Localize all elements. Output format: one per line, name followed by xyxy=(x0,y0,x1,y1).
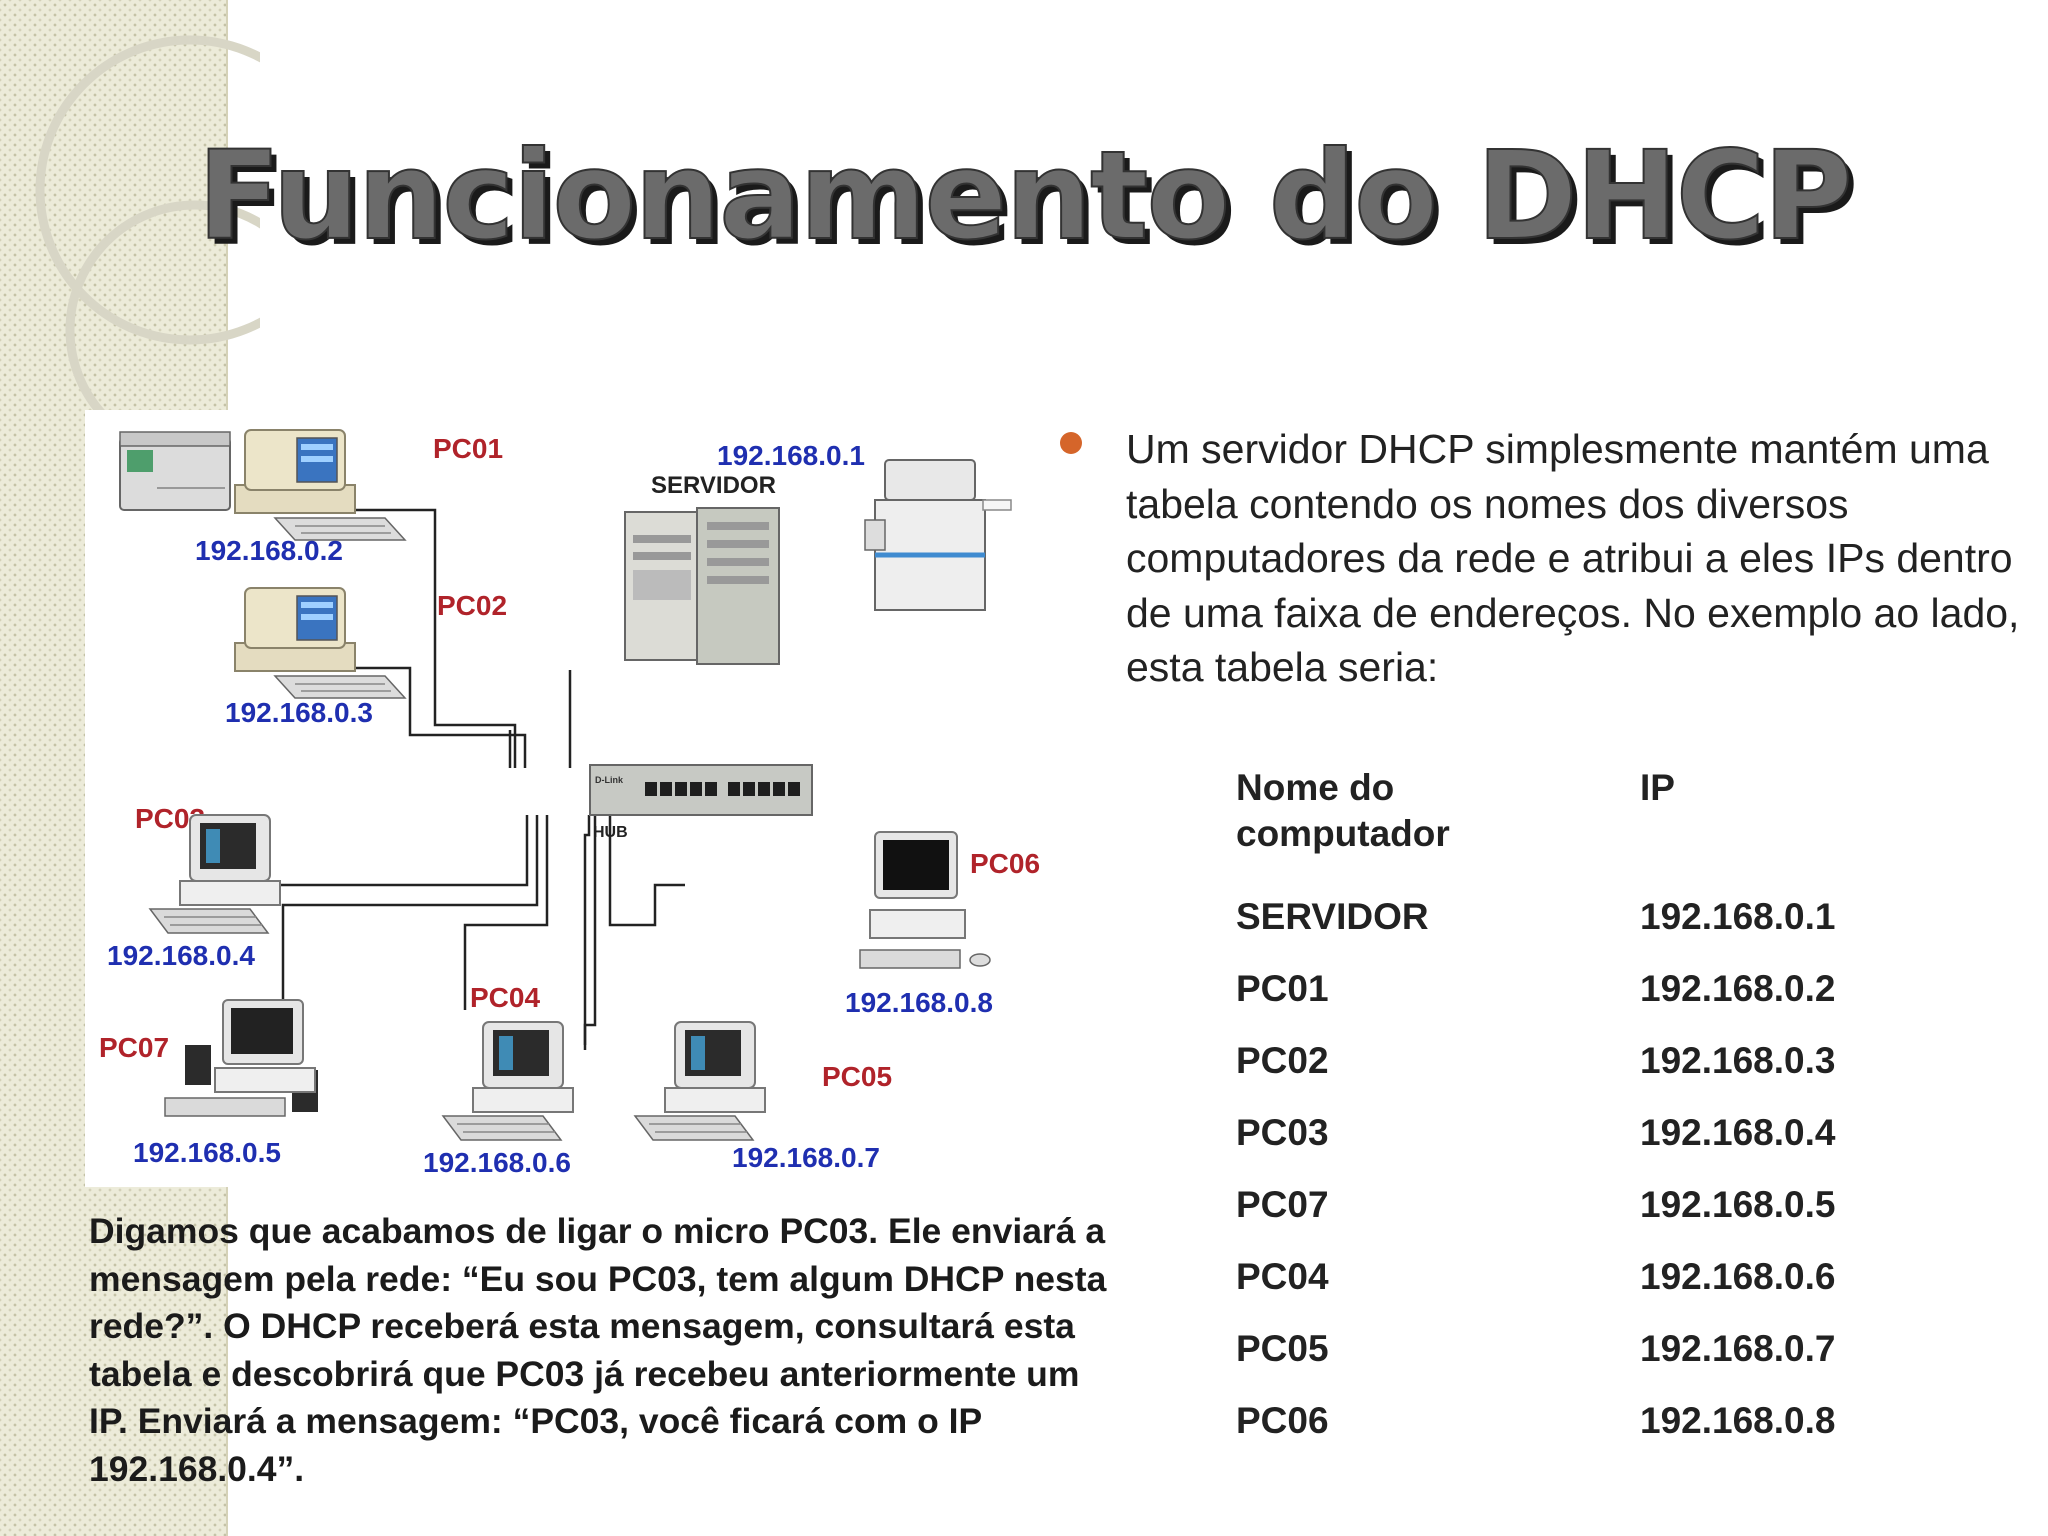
bullet-dot-icon xyxy=(1060,432,1082,454)
cell-ip: 192.168.0.2 xyxy=(1640,968,1836,1009)
table-row: SERVIDOR 192.168.0.1 xyxy=(1236,881,1835,953)
cell-ip: 192.168.0.5 xyxy=(1640,1184,1836,1225)
pc02-ip-label: 192.168.0.3 xyxy=(225,697,373,728)
cell-name: SERVIDOR xyxy=(1236,896,1429,937)
intro-paragraph: Um servidor DHCP simplesmente mantém uma… xyxy=(1126,426,2020,690)
cell-name: PC05 xyxy=(1236,1328,1329,1369)
table-row: PC07 192.168.0.5 xyxy=(1236,1169,1835,1241)
server-tower-icon xyxy=(624,507,780,665)
pc04-ip-label: 192.168.0.6 xyxy=(423,1147,571,1178)
table-row: PC05 192.168.0.7 xyxy=(1236,1313,1835,1385)
table-header-row: Nome do computador IP xyxy=(1236,765,1835,881)
pc07-name-label: PC07 xyxy=(99,1032,169,1063)
hub-brand-label: D-Link xyxy=(595,775,624,785)
pc04-name-label: PC04 xyxy=(470,982,540,1013)
printer-icon xyxy=(119,431,231,511)
decorative-circles xyxy=(35,35,260,420)
ip-table: Nome do computador IP SERVIDOR 192.168.0.… xyxy=(1236,765,1835,1457)
pc06-computer-icon xyxy=(859,831,991,969)
table-row: PC02 192.168.0.3 xyxy=(1236,1025,1835,1097)
server-ip-label: 192.168.0.1 xyxy=(717,440,865,471)
pc06-ip-label: 192.168.0.8 xyxy=(845,987,993,1018)
table-row: PC03 192.168.0.4 xyxy=(1236,1097,1835,1169)
cell-name: PC07 xyxy=(1236,1184,1329,1225)
server-label: SERVIDOR xyxy=(651,472,776,499)
hub-label: HUB xyxy=(593,824,628,841)
pc07-ip-label: 192.168.0.5 xyxy=(133,1137,281,1168)
header-computer-name: Nome do computador xyxy=(1236,767,1450,854)
pc05-computer-icon xyxy=(634,1021,766,1141)
cell-name: PC03 xyxy=(1236,1112,1329,1153)
cell-name: PC02 xyxy=(1236,1040,1329,1081)
cell-name: PC04 xyxy=(1236,1256,1329,1297)
pc05-ip-label: 192.168.0.7 xyxy=(732,1142,880,1173)
pc02-name-label: PC02 xyxy=(437,590,507,621)
network-diagram: PC01 192.168.0.2 PC02 192.168.0.3 192.16… xyxy=(85,410,1085,1187)
cell-ip: 192.168.0.3 xyxy=(1640,1040,1836,1081)
cell-name: PC01 xyxy=(1236,968,1329,1009)
pc01-ip-label: 192.168.0.2 xyxy=(195,535,343,566)
cell-name: PC06 xyxy=(1236,1400,1329,1441)
copier-icon xyxy=(864,459,1012,611)
cell-ip: 192.168.0.8 xyxy=(1640,1400,1836,1441)
cell-ip: 192.168.0.4 xyxy=(1640,1112,1836,1153)
hub-icon: D-Link xyxy=(589,764,813,816)
cell-ip: 192.168.0.7 xyxy=(1640,1328,1836,1369)
pc01-computer-icon xyxy=(234,429,406,541)
slide-title: Funcionamento do DHCP xyxy=(196,124,1853,268)
table-row: PC06 192.168.0.8 xyxy=(1236,1385,1835,1457)
table-row: PC04 192.168.0.6 xyxy=(1236,1241,1835,1313)
pc04-computer-icon xyxy=(442,1021,574,1141)
header-ip: IP xyxy=(1640,767,1675,808)
pc07-computer-icon xyxy=(164,999,318,1117)
cell-ip: 192.168.0.1 xyxy=(1640,896,1836,937)
pc01-name-label: PC01 xyxy=(433,433,503,464)
pc05-name-label: PC05 xyxy=(822,1061,892,1092)
pc03-ip-label: 192.168.0.4 xyxy=(107,940,255,971)
table-row: PC01 192.168.0.2 xyxy=(1236,953,1835,1025)
pc06-name-label: PC06 xyxy=(970,848,1040,879)
pc02-computer-icon xyxy=(234,587,406,699)
explanation-paragraph: Digamos que acabamos de ligar o micro PC… xyxy=(89,1211,1107,1489)
cell-ip: 192.168.0.6 xyxy=(1640,1256,1836,1297)
